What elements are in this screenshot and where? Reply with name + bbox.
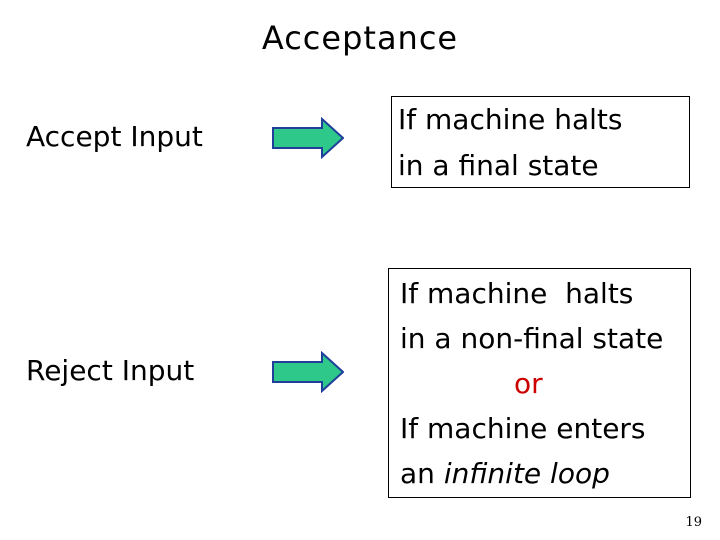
slide-number: 19 [685, 515, 702, 530]
or-connector: or [514, 367, 543, 400]
accept-condition-line: in a final state [398, 149, 599, 182]
reject-condition-line: If machine enters [400, 412, 646, 445]
right-arrow-icon [272, 117, 344, 159]
right-arrow-icon [272, 351, 344, 393]
accept-condition-line: If machine halts [398, 103, 623, 136]
accept-input-label: Accept Input [26, 120, 203, 153]
reject-input-label: Reject Input [26, 354, 195, 387]
accept-condition-box: If machine halts in a final state [391, 96, 690, 188]
slide-title: Acceptance [261, 19, 459, 57]
reject-condition-line: If machine halts [400, 277, 634, 310]
reject-condition-line: in a non-final state [400, 322, 664, 355]
reject-condition-box: If machine halts in a non-final state or… [388, 268, 691, 498]
infinite-loop-emphasis: infinite loop [443, 457, 610, 490]
reject-condition-line: an infinite loop [400, 451, 690, 496]
infinite-loop-prefix: an [400, 457, 444, 490]
